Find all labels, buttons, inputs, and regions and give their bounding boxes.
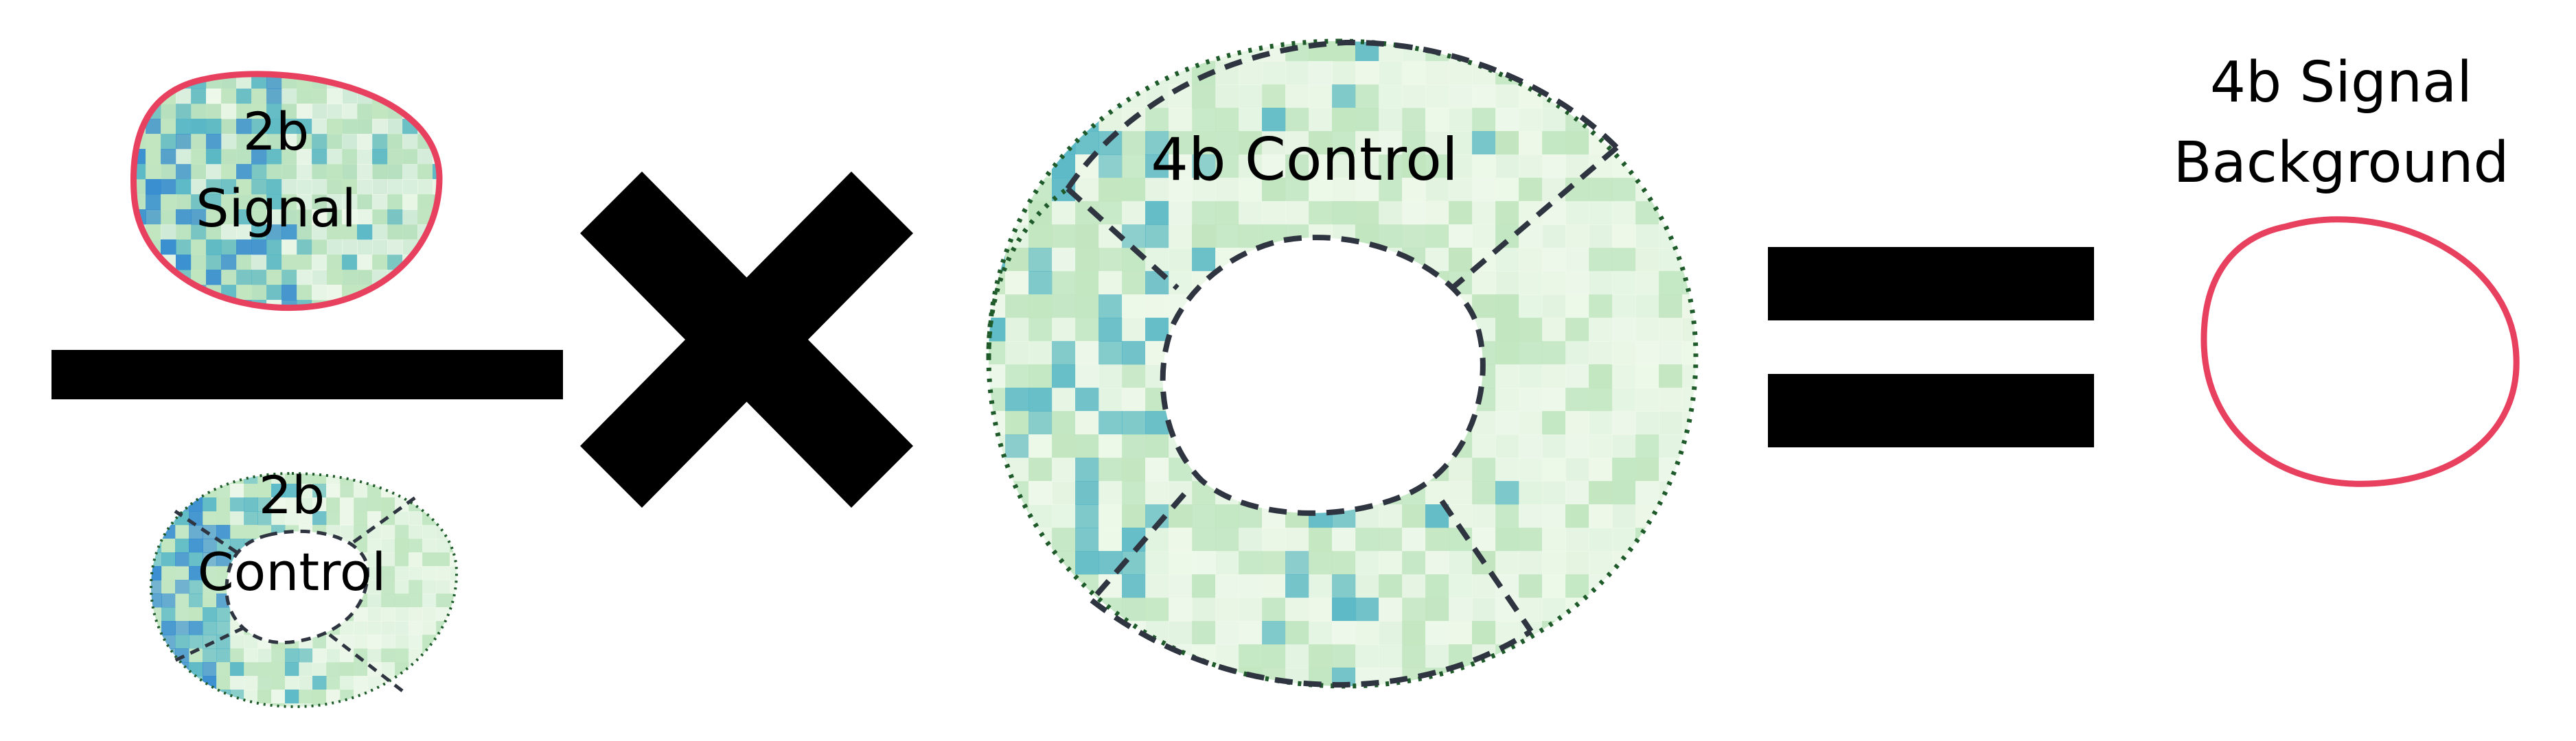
control-4b-region: 4b Control bbox=[986, 38, 1699, 689]
control-2b-label-line1: 2b bbox=[259, 464, 325, 526]
result-signal-outline bbox=[2200, 216, 2520, 487]
equals-sign bbox=[1768, 247, 2094, 447]
multiplication-sign bbox=[580, 172, 913, 508]
control-2b-dividers bbox=[170, 492, 422, 694]
signal-2b-label-line2: Signal bbox=[196, 178, 356, 239]
control-4b-label: 4b Control bbox=[1151, 126, 1458, 194]
signal-2b-region: 2b Signal bbox=[130, 71, 443, 311]
result-region: 4b Signal Background bbox=[2173, 50, 2520, 487]
signal-2b-outline bbox=[130, 71, 443, 311]
control-4b-inner-outline bbox=[1160, 235, 1486, 516]
control-2b-label-line2: Control bbox=[198, 541, 387, 602]
control-2b-inner-outline bbox=[225, 529, 369, 644]
result-label-line1: 4b Signal bbox=[2210, 50, 2472, 115]
control-4b-bottom-outline bbox=[1090, 598, 1533, 688]
signal-2b-label-line1: 2b bbox=[243, 101, 310, 162]
control-2b-heatmap bbox=[151, 473, 457, 707]
control-4b-dividers bbox=[986, 145, 1619, 633]
control-2b-outer-outline bbox=[149, 471, 459, 709]
division-bar bbox=[51, 350, 563, 399]
control-2b-region: 2b Control bbox=[149, 464, 459, 709]
result-label-line2: Background bbox=[2173, 130, 2509, 196]
control-4b-top-outline bbox=[1065, 39, 1619, 191]
